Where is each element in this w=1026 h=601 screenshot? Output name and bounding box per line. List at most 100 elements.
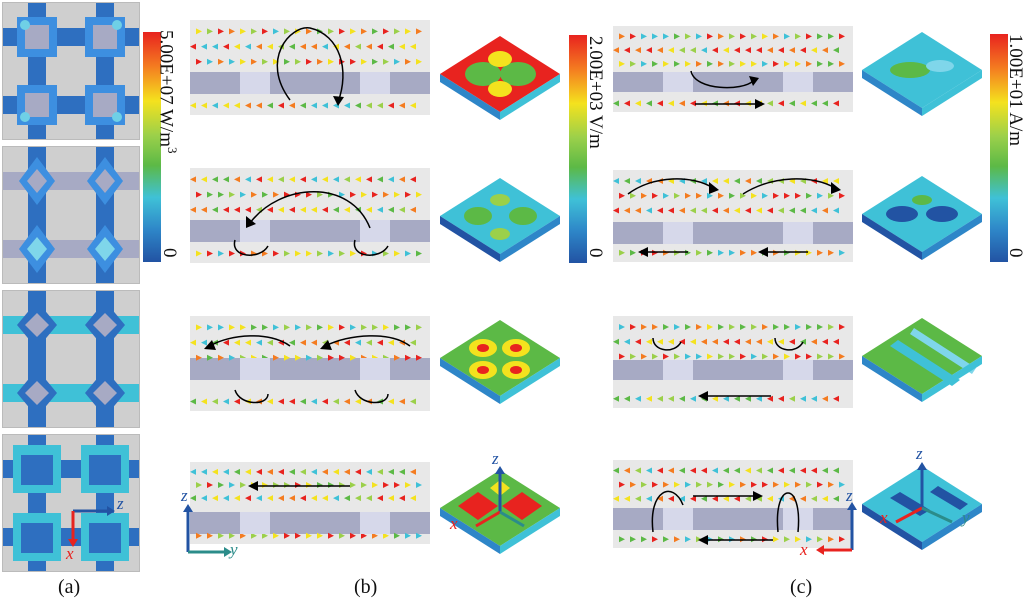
field-vector-glyph [234,339,240,346]
field-vector-glyph [350,354,356,361]
field-vector-glyph [333,468,339,475]
field-vector-glyph [328,58,334,65]
field-vector-glyph [289,102,295,109]
field-vector-glyph [383,58,389,65]
field-vector-glyph [668,100,674,107]
field-vector-glyph [377,43,383,50]
hfield-panel-2 [613,170,853,262]
field-vector-glyph [767,100,773,107]
field-vector-glyph [355,339,361,346]
field-vector-glyph [674,481,680,488]
field-vector-glyph [377,468,383,475]
field-vector-glyph [817,249,823,256]
colorbar-loss-max-text: 5.00E+07 W/m [155,30,177,147]
field-vector-glyph [839,353,845,360]
field-vector-glyph [817,481,823,488]
field-vector-glyph [734,495,740,502]
field-vector-glyph [696,192,702,199]
field-vector-glyph [707,481,713,488]
field-vector-glyph [300,176,306,183]
field-vector-glyph [674,192,680,199]
field-vector-glyph [734,467,740,474]
field-vector-glyph [690,338,696,345]
field-vector-glyph [196,28,202,35]
field-vector-glyph [383,481,389,488]
field-vector-glyph [663,481,669,488]
field-vector-glyph [284,28,290,35]
field-vector-glyph [350,28,356,35]
field-vector-glyph [207,58,213,65]
field-vector-glyph [652,33,658,40]
field-vector-glyph [624,395,630,402]
field-vector-glyph [751,481,757,488]
field-vector-glyph [745,47,751,54]
field-vector-glyph [350,481,356,488]
field-vector-glyph [388,339,394,346]
field-vector-glyph [624,467,630,474]
field-vector-glyph [306,324,312,331]
field-vector-glyph [652,481,658,488]
field-vector-glyph [839,536,845,543]
field-vector-glyph [723,207,729,214]
field-vector-glyph [262,58,268,65]
field-vector-glyph [355,102,361,109]
field-vector-glyph [729,481,735,488]
field-vector-glyph [405,58,411,65]
field-vector-glyph [251,58,257,65]
field-vector-glyph [190,206,196,213]
field-vector-glyph [317,58,323,65]
field-vector-glyph [767,338,773,345]
field-vector-glyph [273,250,279,257]
field-vector-glyph [399,43,405,50]
field-vector-glyph [394,191,400,198]
field-vector-glyph [789,395,795,402]
field-vector-glyph [339,250,345,257]
hfield-panel-1-graphic [613,33,853,109]
field-vector-glyph [344,102,350,109]
field-vector-glyph [613,495,619,502]
field-vector-glyph [773,324,779,331]
field-vector-glyph [613,178,619,185]
field-vector-glyph [229,354,235,361]
field-vector-glyph [657,100,663,107]
field-vector-glyph [234,398,240,405]
field-vector-glyph [745,338,751,345]
field-vector-glyph [256,102,262,109]
field-vector-glyph [674,324,680,331]
field-vector-glyph [773,353,779,360]
field-vector-glyph [635,495,641,502]
field-vector-glyph [635,47,641,54]
field-vector-glyph [223,206,229,213]
field-vector-glyph [751,249,757,256]
field-vector-glyph [317,532,323,539]
field-vector-glyph [289,43,295,50]
colorbar-efield-max-label: 2.00E+03 V/m [585,36,606,149]
field-vector-glyph [833,395,839,402]
hfield-iso-3-graphic [862,318,982,402]
field-vector-glyph [207,28,213,35]
colorbar-loss-superscript: 3 [165,146,180,154]
field-vector-glyph [811,100,817,107]
field-vector-glyph [624,338,630,345]
field-vector-glyph [784,33,790,40]
field-vector-glyph [333,206,339,213]
field-vector-glyph [745,178,751,185]
field-vector-glyph [317,191,323,198]
field-vector-glyph [740,249,746,256]
field-vector-glyph [201,339,207,346]
efield-iso-2-graphic [440,178,560,262]
efield-panel-3 [190,316,430,411]
field-vector-glyph [696,249,702,256]
field-vector-glyph [674,60,680,67]
field-vector-glyph [212,398,218,405]
field-vector-glyph [718,33,724,40]
field-vector-glyph [795,60,801,67]
field-vector-glyph [344,206,350,213]
field-vector-glyph [635,338,641,345]
field-vector-glyph [718,60,724,67]
field-vector-glyph [361,28,367,35]
field-vector-glyph [229,532,235,539]
axis-b-y-label: y [230,540,238,559]
field-vector-glyph [718,192,724,199]
efield-panel-2-graphic [190,176,430,257]
